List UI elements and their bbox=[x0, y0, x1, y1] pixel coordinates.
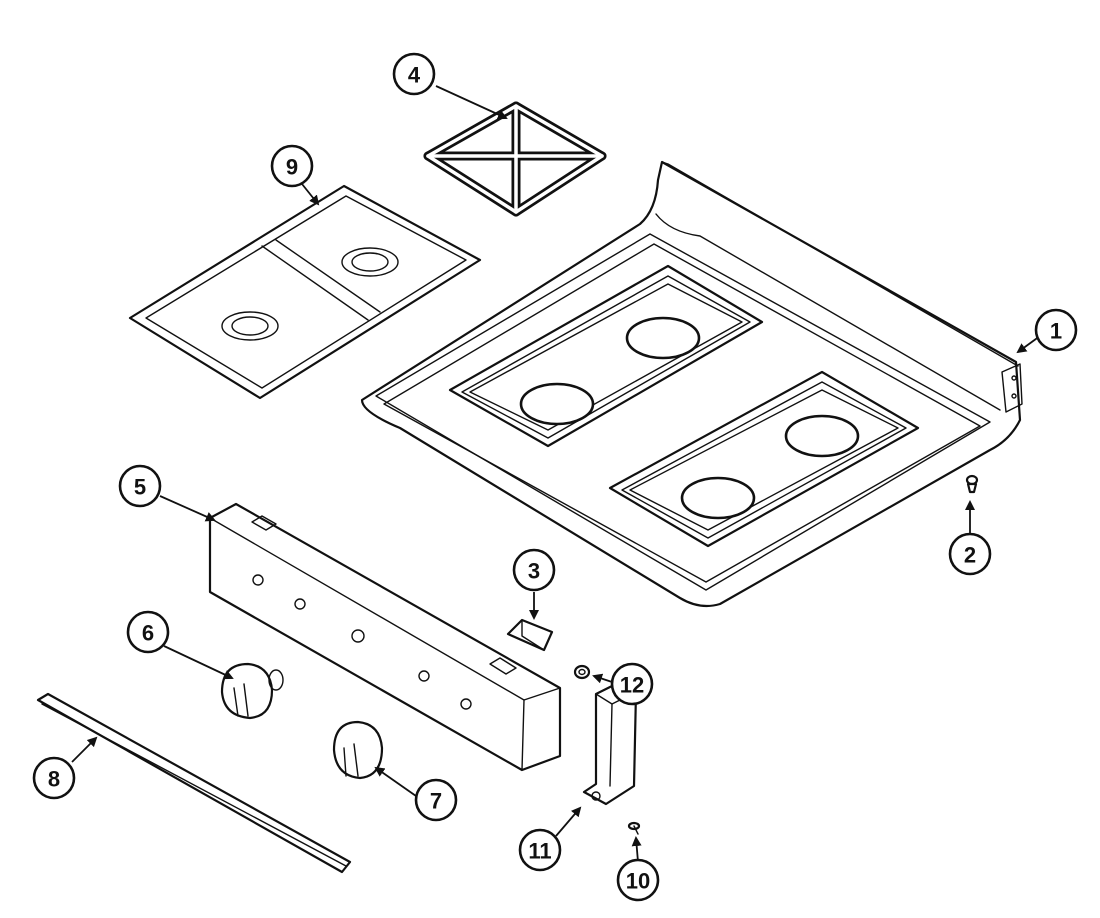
leader-5 bbox=[159, 495, 216, 522]
callout-1-label: 1 bbox=[1050, 319, 1062, 344]
cooktop-main bbox=[360, 160, 1023, 608]
leader-7 bbox=[374, 766, 417, 797]
grommet bbox=[573, 664, 591, 680]
callout-12-label: 12 bbox=[620, 673, 644, 698]
callout-11: 11 bbox=[518, 828, 562, 872]
foot-screw bbox=[965, 474, 979, 494]
callout-1: 1 bbox=[1034, 308, 1078, 352]
callout-7-label: 7 bbox=[430, 789, 442, 814]
callout-4-label: 4 bbox=[408, 63, 421, 88]
callout-6-label: 6 bbox=[142, 621, 154, 646]
callout-3-label: 3 bbox=[528, 559, 540, 584]
ignition-switch bbox=[506, 618, 554, 652]
callout-12: 12 bbox=[610, 662, 654, 706]
callout-8-label: 8 bbox=[48, 767, 60, 792]
leader-6 bbox=[163, 645, 234, 680]
callout-5: 5 bbox=[118, 464, 162, 508]
control-panel bbox=[208, 502, 562, 772]
leader-10 bbox=[631, 836, 642, 863]
leader-11 bbox=[555, 806, 582, 837]
callout-2-label: 2 bbox=[964, 543, 976, 568]
callout-8: 8 bbox=[32, 756, 76, 800]
leader-9 bbox=[301, 183, 320, 206]
cooktop-left-section bbox=[128, 184, 482, 400]
callout-10: 10 bbox=[616, 858, 660, 902]
screw bbox=[627, 821, 641, 835]
control-knob-7 bbox=[332, 720, 384, 780]
leader-8 bbox=[71, 736, 98, 763]
control-knob-6 bbox=[220, 662, 284, 720]
leader-12 bbox=[592, 673, 613, 684]
callout-11-label: 11 bbox=[528, 839, 551, 864]
trim-strip bbox=[36, 692, 352, 874]
callout-3: 3 bbox=[512, 548, 556, 592]
callout-4: 4 bbox=[392, 52, 436, 96]
leader-1 bbox=[1016, 335, 1041, 354]
callout-10-label: 10 bbox=[626, 869, 650, 894]
callout-9: 9 bbox=[270, 144, 314, 188]
callout-7: 7 bbox=[414, 778, 458, 822]
callout-9-label: 9 bbox=[286, 155, 298, 180]
callout-2: 2 bbox=[948, 532, 992, 576]
callout-5-label: 5 bbox=[134, 475, 146, 500]
leader-4 bbox=[435, 85, 508, 120]
callout-6: 6 bbox=[126, 610, 170, 654]
burner-grate bbox=[423, 101, 607, 217]
